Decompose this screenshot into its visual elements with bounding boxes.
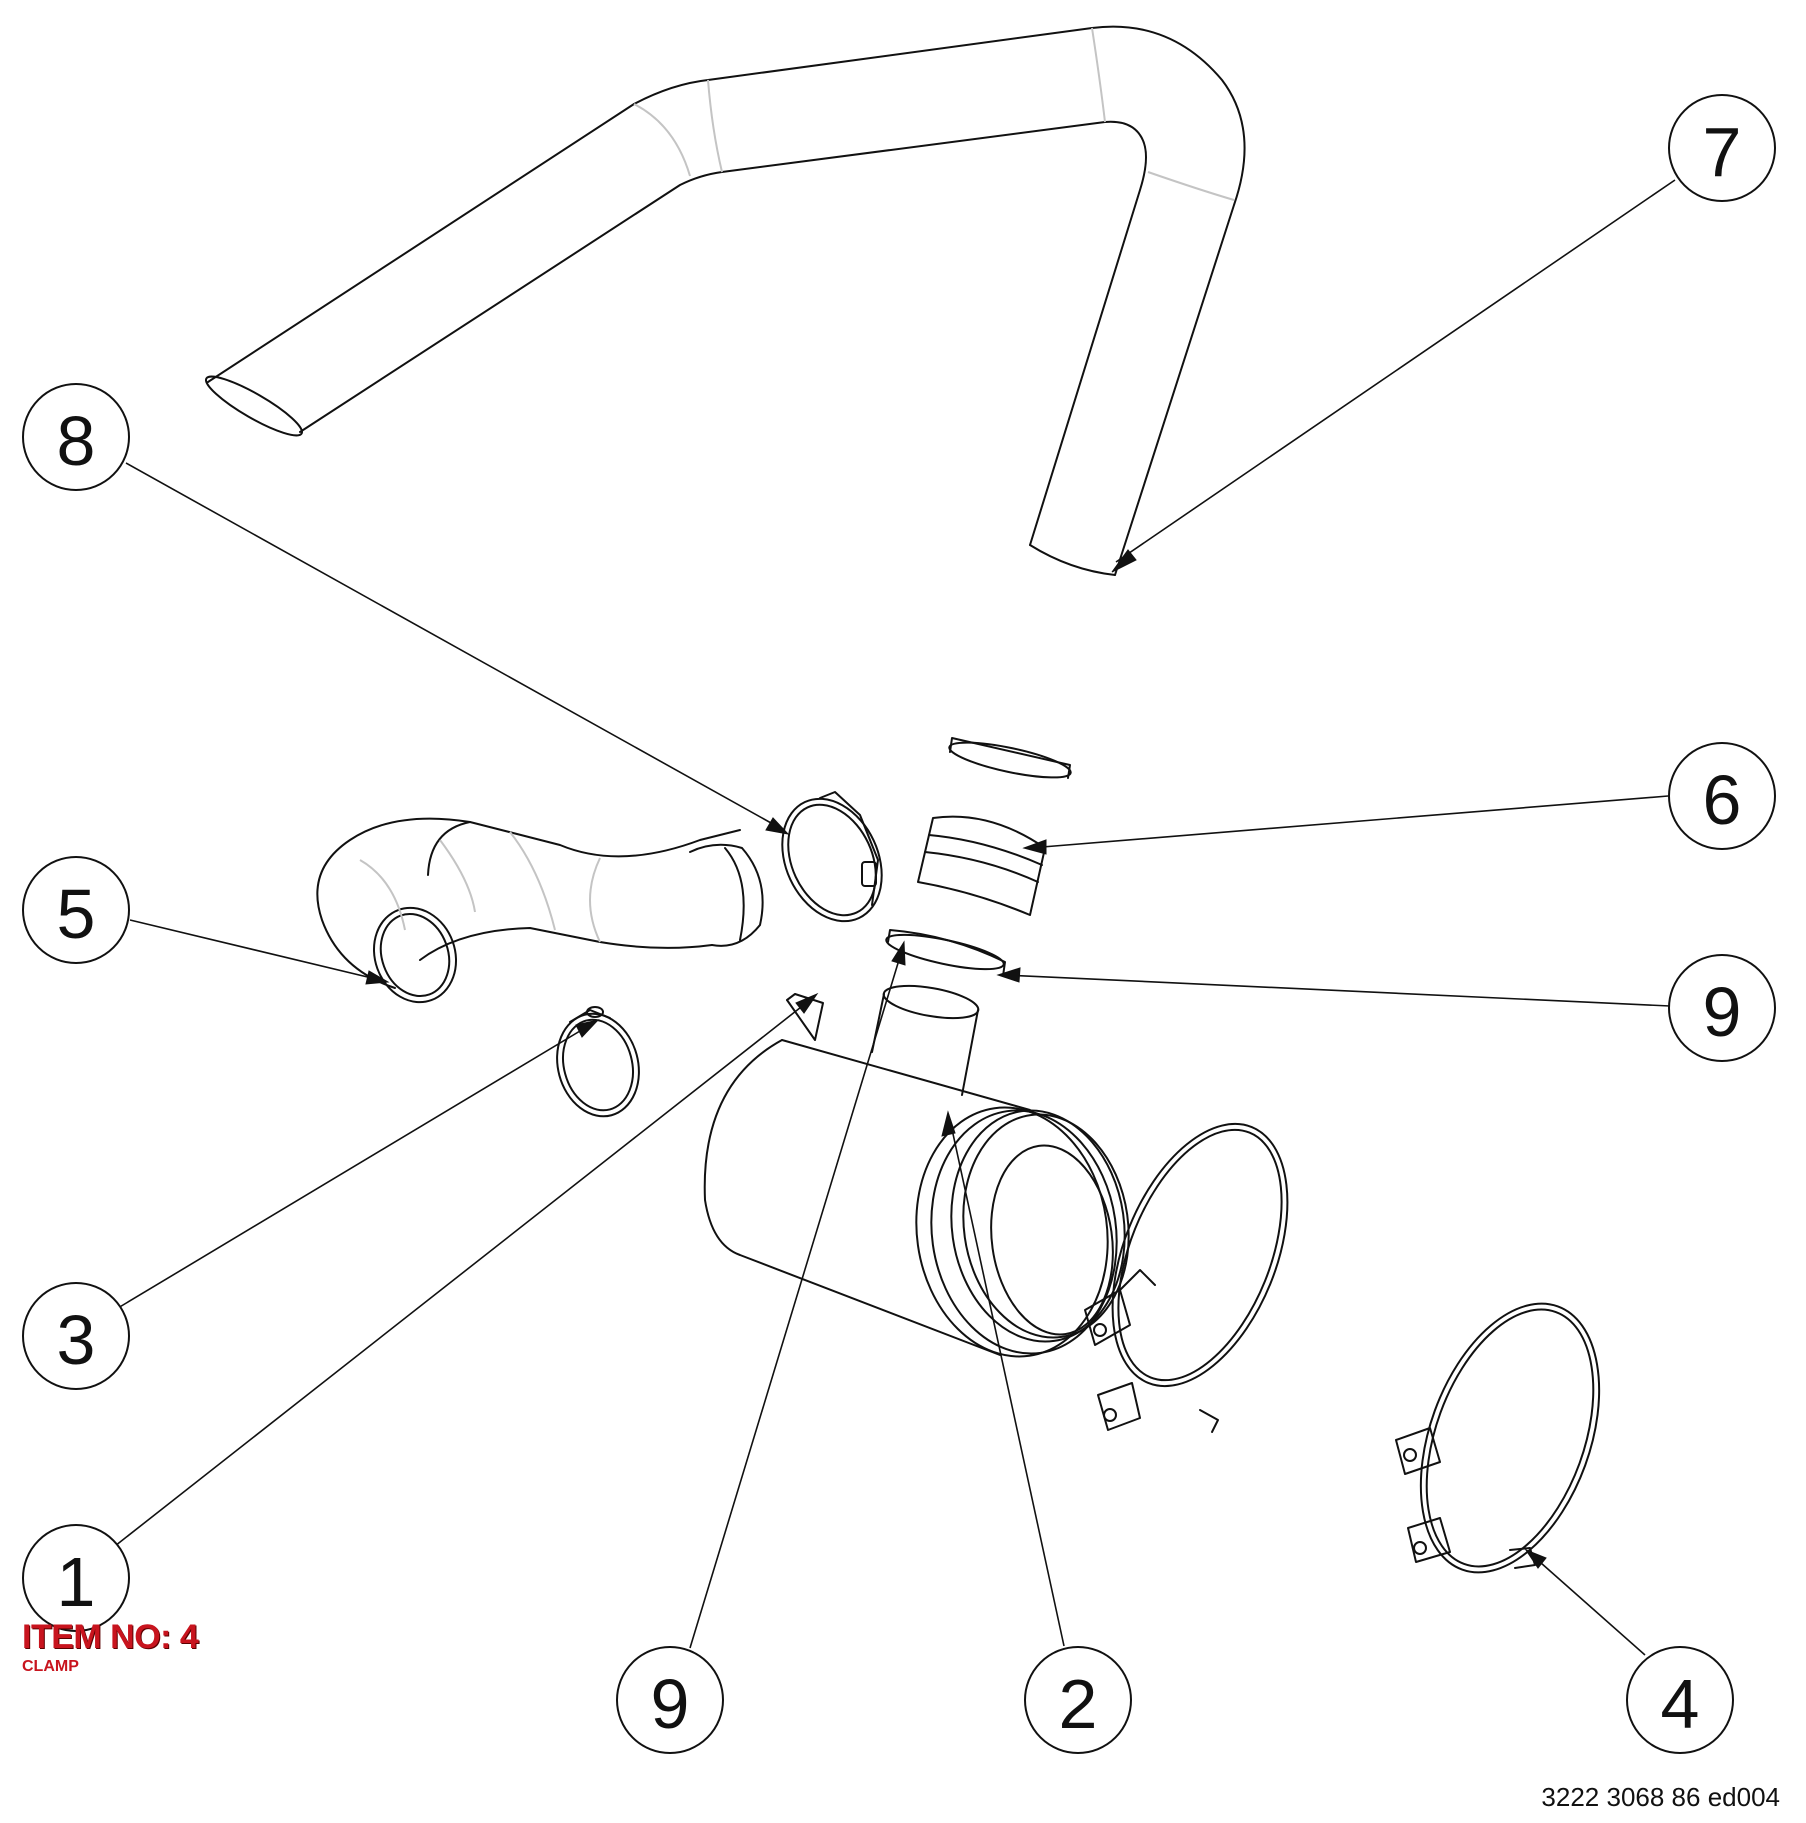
leader-3 xyxy=(117,1024,591,1309)
leader-7 xyxy=(1115,179,1676,563)
balloon-1: 1 xyxy=(22,1524,130,1632)
part-2-air-filter-housing[interactable] xyxy=(703,980,1143,1369)
leader-8 xyxy=(125,462,781,829)
leader-9-bottom xyxy=(689,949,903,1649)
balloon-7: 7 xyxy=(1668,94,1776,202)
leader-1 xyxy=(114,999,811,1547)
balloon-8: 8 xyxy=(22,383,130,491)
balloon-9-right: 9 xyxy=(1668,954,1776,1062)
leader-5-arrowhead xyxy=(365,970,390,985)
balloon-7-label: 7 xyxy=(1703,113,1742,191)
leader-9-right xyxy=(1004,974,1671,1007)
balloon-6: 6 xyxy=(1668,742,1776,850)
highlight-item-title: ITEM NO: 4 xyxy=(22,1618,199,1656)
leader-8-arrowhead xyxy=(765,817,790,835)
balloon-3-label: 3 xyxy=(57,1301,96,1379)
leader-3-arrowhead xyxy=(575,1019,600,1038)
leader-6 xyxy=(1029,795,1669,849)
part-7-intake-pipe[interactable] xyxy=(200,25,1246,576)
part-5-bent-hose[interactable] xyxy=(316,817,764,1014)
balloon-2-label: 2 xyxy=(1059,1665,1098,1743)
leader-lines xyxy=(114,179,1676,1656)
leader-4 xyxy=(1531,1554,1646,1656)
part-3-hose-clamp[interactable] xyxy=(546,1004,650,1125)
leader-4-arrowhead xyxy=(1524,1548,1547,1569)
balloon-4: 4 xyxy=(1626,1646,1734,1754)
leader-2-arrowhead xyxy=(941,1110,956,1137)
balloon-9-bottom-label: 9 xyxy=(651,1665,690,1743)
leader-2 xyxy=(949,1119,1065,1647)
balloon-3: 3 xyxy=(22,1282,130,1390)
balloon-6-label: 6 xyxy=(1703,761,1742,839)
balloon-1-label: 1 xyxy=(57,1543,96,1621)
balloon-2: 2 xyxy=(1024,1646,1132,1754)
part-8-hose-clamp[interactable] xyxy=(763,783,900,938)
highlight-item-subtitle: CLAMP xyxy=(22,1658,79,1675)
housing-band-clamp[interactable] xyxy=(1078,1099,1322,1433)
leader-5 xyxy=(129,919,381,981)
balloon-5-label: 5 xyxy=(57,875,96,953)
leader-9-bottom-arrowhead xyxy=(891,940,906,966)
part-9-gasket-ring[interactable] xyxy=(884,928,1006,977)
balloon-5: 5 xyxy=(22,856,130,964)
part-6-rubber-sleeve[interactable] xyxy=(917,735,1073,916)
leader-6-arrowhead xyxy=(1022,839,1047,855)
balloon-9-right-label: 9 xyxy=(1703,973,1742,1051)
balloon-4-label: 4 xyxy=(1661,1665,1700,1743)
leader-1-arrowhead xyxy=(795,992,819,1014)
balloon-9-bottom: 9 xyxy=(616,1646,724,1754)
leader-9-right-arrowhead xyxy=(996,967,1021,983)
document-number: 3222 3068 86 ed004 xyxy=(1541,1782,1780,1812)
part-4-band-clamp[interactable] xyxy=(1387,1279,1633,1597)
leader-7-arrowhead xyxy=(1111,549,1137,573)
balloon-8-label: 8 xyxy=(57,402,96,480)
